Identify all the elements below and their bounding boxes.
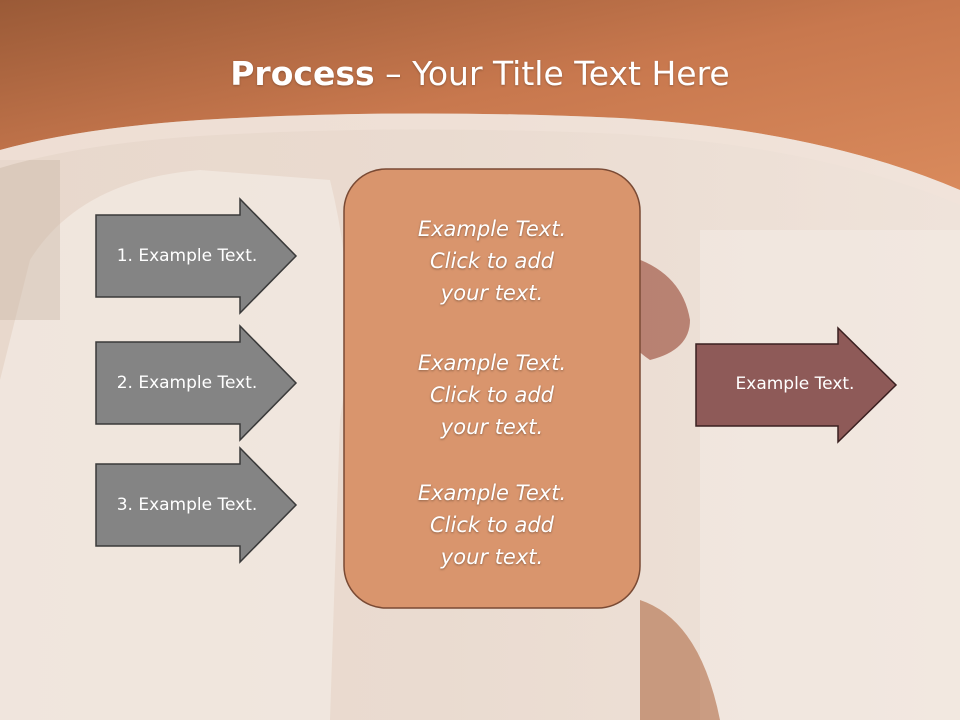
center-text-line: Example Text. <box>417 351 567 375</box>
title-dash: – <box>374 54 413 93</box>
right-arrow-label: Example Text. <box>735 374 855 394</box>
title-rest: Your Title Text Here <box>412 54 730 93</box>
center-text-block-3: Example Text. Click to add your text. <box>346 477 638 573</box>
center-text-block-1: Example Text. Click to add your text. <box>346 213 638 309</box>
right-arrow[interactable] <box>695 326 898 444</box>
center-text-line: your text. <box>440 415 544 439</box>
left-arrow-1[interactable] <box>95 197 298 315</box>
title-bold: Process <box>230 54 375 93</box>
center-text-line: Example Text. <box>417 481 567 505</box>
center-text-line: Click to add <box>429 513 554 537</box>
center-text-block-2: Example Text. Click to add your text. <box>346 347 638 443</box>
left-arrow-2[interactable] <box>95 324 298 442</box>
left-arrow-label-3: 3. Example Text. <box>116 495 258 515</box>
left-arrow-label-1: 1. Example Text. <box>116 246 258 266</box>
slide-title: Process – Your Title Text Here <box>0 52 960 96</box>
center-text-line: your text. <box>440 545 544 569</box>
center-text-line: Click to add <box>429 383 554 407</box>
left-arrow-label-2: 2. Example Text. <box>116 373 258 393</box>
center-text-line: Example Text. <box>417 217 567 241</box>
left-arrow-3[interactable] <box>95 446 298 564</box>
center-text-line: your text. <box>440 281 544 305</box>
center-box[interactable] <box>343 168 641 609</box>
center-text-line: Click to add <box>429 249 554 273</box>
